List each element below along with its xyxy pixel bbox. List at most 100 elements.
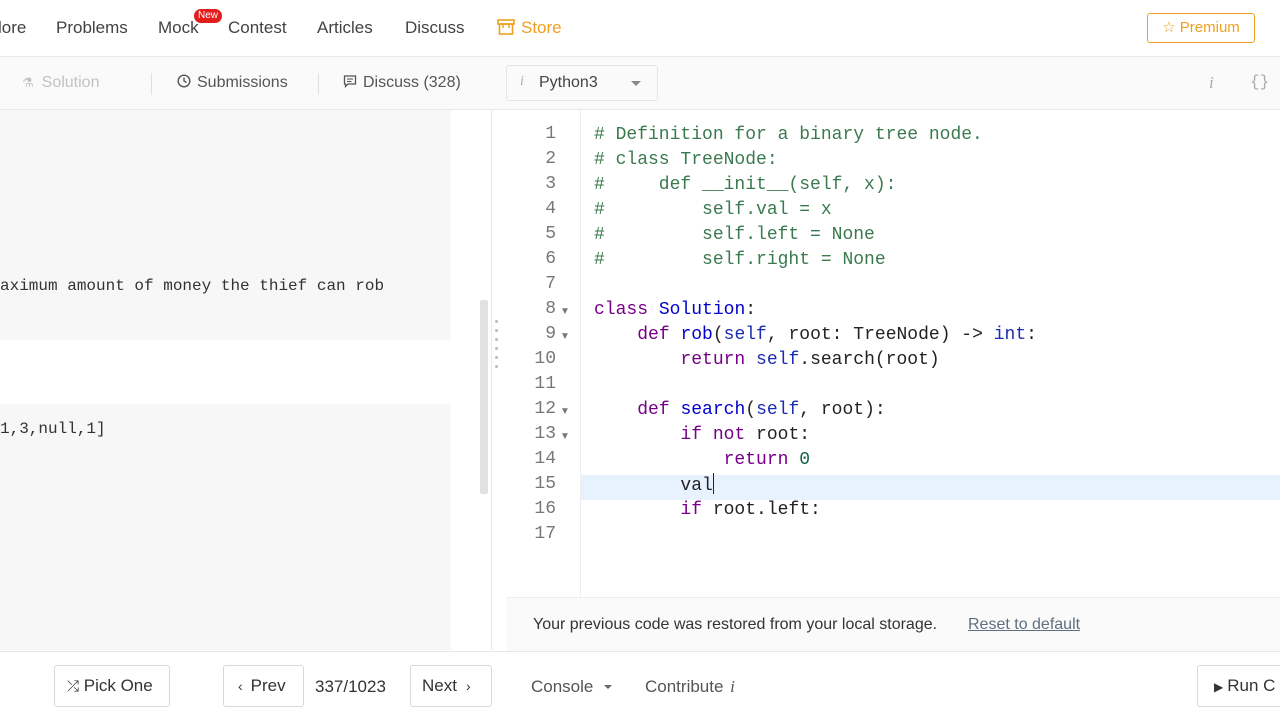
fold-arrow-icon[interactable]: ▼ [560, 306, 570, 317]
problem-toolbar: ⚗ Solution Submissions Discuss (328) i Py… [0, 57, 1280, 110]
restore-message: Your previous code was restored from you… [533, 616, 938, 633]
run-code-button[interactable]: ▶Run C [1197, 665, 1280, 707]
line-number: 15 [534, 474, 556, 494]
next-button[interactable]: Next › [410, 665, 492, 707]
contribute-label: Contribute [645, 677, 724, 696]
keyword: def [637, 400, 670, 420]
line-number: 12 [534, 399, 556, 419]
nav-mock[interactable]: Mock [158, 18, 199, 37]
nav-discuss[interactable]: Discuss [405, 18, 465, 37]
keyword: if [680, 425, 703, 445]
problem-description-pane: aximum amount of money the thief can rob… [0, 110, 492, 650]
premium-label: Premium [1179, 19, 1240, 36]
text-cursor [712, 473, 714, 494]
divider [151, 73, 152, 95]
shuffle-icon: ⤮ [67, 678, 80, 695]
fold-arrow-icon[interactable]: ▼ [560, 331, 570, 342]
code-line-3: # def __init__(self, x): [594, 175, 897, 195]
fold-arrow-icon[interactable]: ▼ [560, 406, 570, 417]
code-line-5: # self.left = None [594, 225, 875, 245]
chevron-left-icon: ‹ [238, 678, 243, 694]
language-select[interactable]: i Python3 [506, 65, 658, 101]
clock-icon [177, 74, 191, 88]
line-number: 6 [545, 249, 556, 269]
tab-solution[interactable]: ⚗ Solution [22, 74, 99, 92]
contribute-button[interactable]: Contribute i [645, 677, 735, 697]
line-number: 5 [545, 224, 556, 244]
prev-button[interactable]: ‹ Prev [223, 665, 304, 707]
code-token: , root): [799, 400, 886, 420]
info-icon[interactable]: i [1209, 73, 1214, 92]
line-number: 11 [534, 374, 556, 394]
console-button[interactable]: Console [531, 677, 613, 697]
nav-explore[interactable]: lore [0, 18, 27, 37]
code-line-16: if root.left: [594, 498, 821, 522]
next-label: Next [422, 676, 457, 695]
line-number: 16 [534, 499, 556, 519]
line-number: 14 [534, 449, 556, 469]
premium-button[interactable]: ☆ Premium [1147, 13, 1255, 43]
code-line-8: class Solution: [594, 298, 756, 322]
pick-one-button[interactable]: ⤮ Pick One [54, 665, 170, 707]
code-line-15: val [594, 473, 714, 498]
prev-label: Prev [250, 676, 286, 695]
info-icon: i [730, 677, 735, 696]
comment-icon [343, 75, 357, 89]
line-number: 3 [545, 174, 556, 194]
line-number: 2 [545, 149, 556, 169]
nav-store[interactable]: Store [497, 18, 562, 38]
store-icon [497, 19, 515, 35]
code-token: : [1026, 325, 1037, 345]
description-text: aximum amount of money the thief can rob [0, 277, 385, 295]
code-token: .search(root) [799, 350, 940, 370]
bottom-toolbar: ⤮ Pick One ‹Prev 337/1023 Next› Console … [0, 651, 1280, 721]
code-line-12: def search(self, root): [594, 398, 886, 422]
function-name: rob [680, 325, 713, 345]
nav-contest[interactable]: Contest [228, 18, 287, 37]
caret-down-icon [604, 685, 613, 689]
console-label: Console [531, 677, 594, 696]
function-name: search [680, 400, 746, 420]
info-icon: i [520, 74, 524, 89]
code-editor[interactable]: 1 2 3 4 5 6 7 8 ▼ 9 ▼ 10 11 12 ▼ 13 ▼ 14… [506, 110, 1280, 596]
flask-icon: ⚗ [22, 75, 34, 90]
store-label: Store [521, 18, 562, 37]
code-token: : [745, 300, 757, 320]
language-label: Python3 [539, 74, 598, 91]
play-icon: ▶ [1214, 680, 1224, 694]
class-name: Solution [658, 300, 746, 320]
code-token: root.left: [702, 500, 821, 520]
code-line-2: # class TreeNode: [594, 150, 778, 170]
top-navbar: lore Problems Mock New Contest Articles … [0, 0, 1280, 57]
line-number: 10 [534, 349, 556, 369]
nav-articles[interactable]: Articles [317, 18, 373, 37]
line-number: 4 [545, 199, 556, 219]
keyword: def [637, 325, 670, 345]
line-gutter: 1 2 3 4 5 6 7 8 ▼ 9 ▼ 10 11 12 ▼ 13 ▼ 14… [506, 110, 581, 596]
line-number: 9 [545, 324, 556, 344]
line-number: 17 [534, 524, 556, 544]
tab-discuss[interactable]: Discuss (328) [343, 74, 461, 92]
tab-solution-label: Solution [41, 74, 100, 91]
nav-problems[interactable]: Problems [56, 18, 128, 37]
fold-arrow-icon[interactable]: ▼ [560, 431, 570, 442]
line-number: 1 [545, 124, 556, 144]
caret-down-icon [631, 81, 641, 86]
code-line-6: # self.right = None [594, 250, 886, 270]
problem-counter: 337/1023 [315, 677, 386, 696]
divider [318, 73, 319, 95]
keyword: if [680, 500, 703, 520]
braces-icon[interactable]: {} [1250, 73, 1270, 91]
chevron-right-icon: › [465, 678, 471, 694]
code-token: val [680, 476, 713, 496]
code-token: ( [712, 325, 724, 345]
tab-submissions[interactable]: Submissions [177, 74, 288, 92]
scrollbar[interactable] [480, 300, 488, 494]
code-token: root: [745, 425, 811, 445]
code-line-9: def rob(self, root: TreeNode) -> int: [594, 323, 1037, 347]
reset-to-default-link[interactable]: Reset to default [968, 616, 1081, 633]
keyword: return [723, 450, 789, 470]
pane-resize-handle[interactable] [495, 320, 499, 380]
code-line-14: return 0 [594, 448, 810, 472]
star-icon: ☆ [1162, 19, 1176, 36]
